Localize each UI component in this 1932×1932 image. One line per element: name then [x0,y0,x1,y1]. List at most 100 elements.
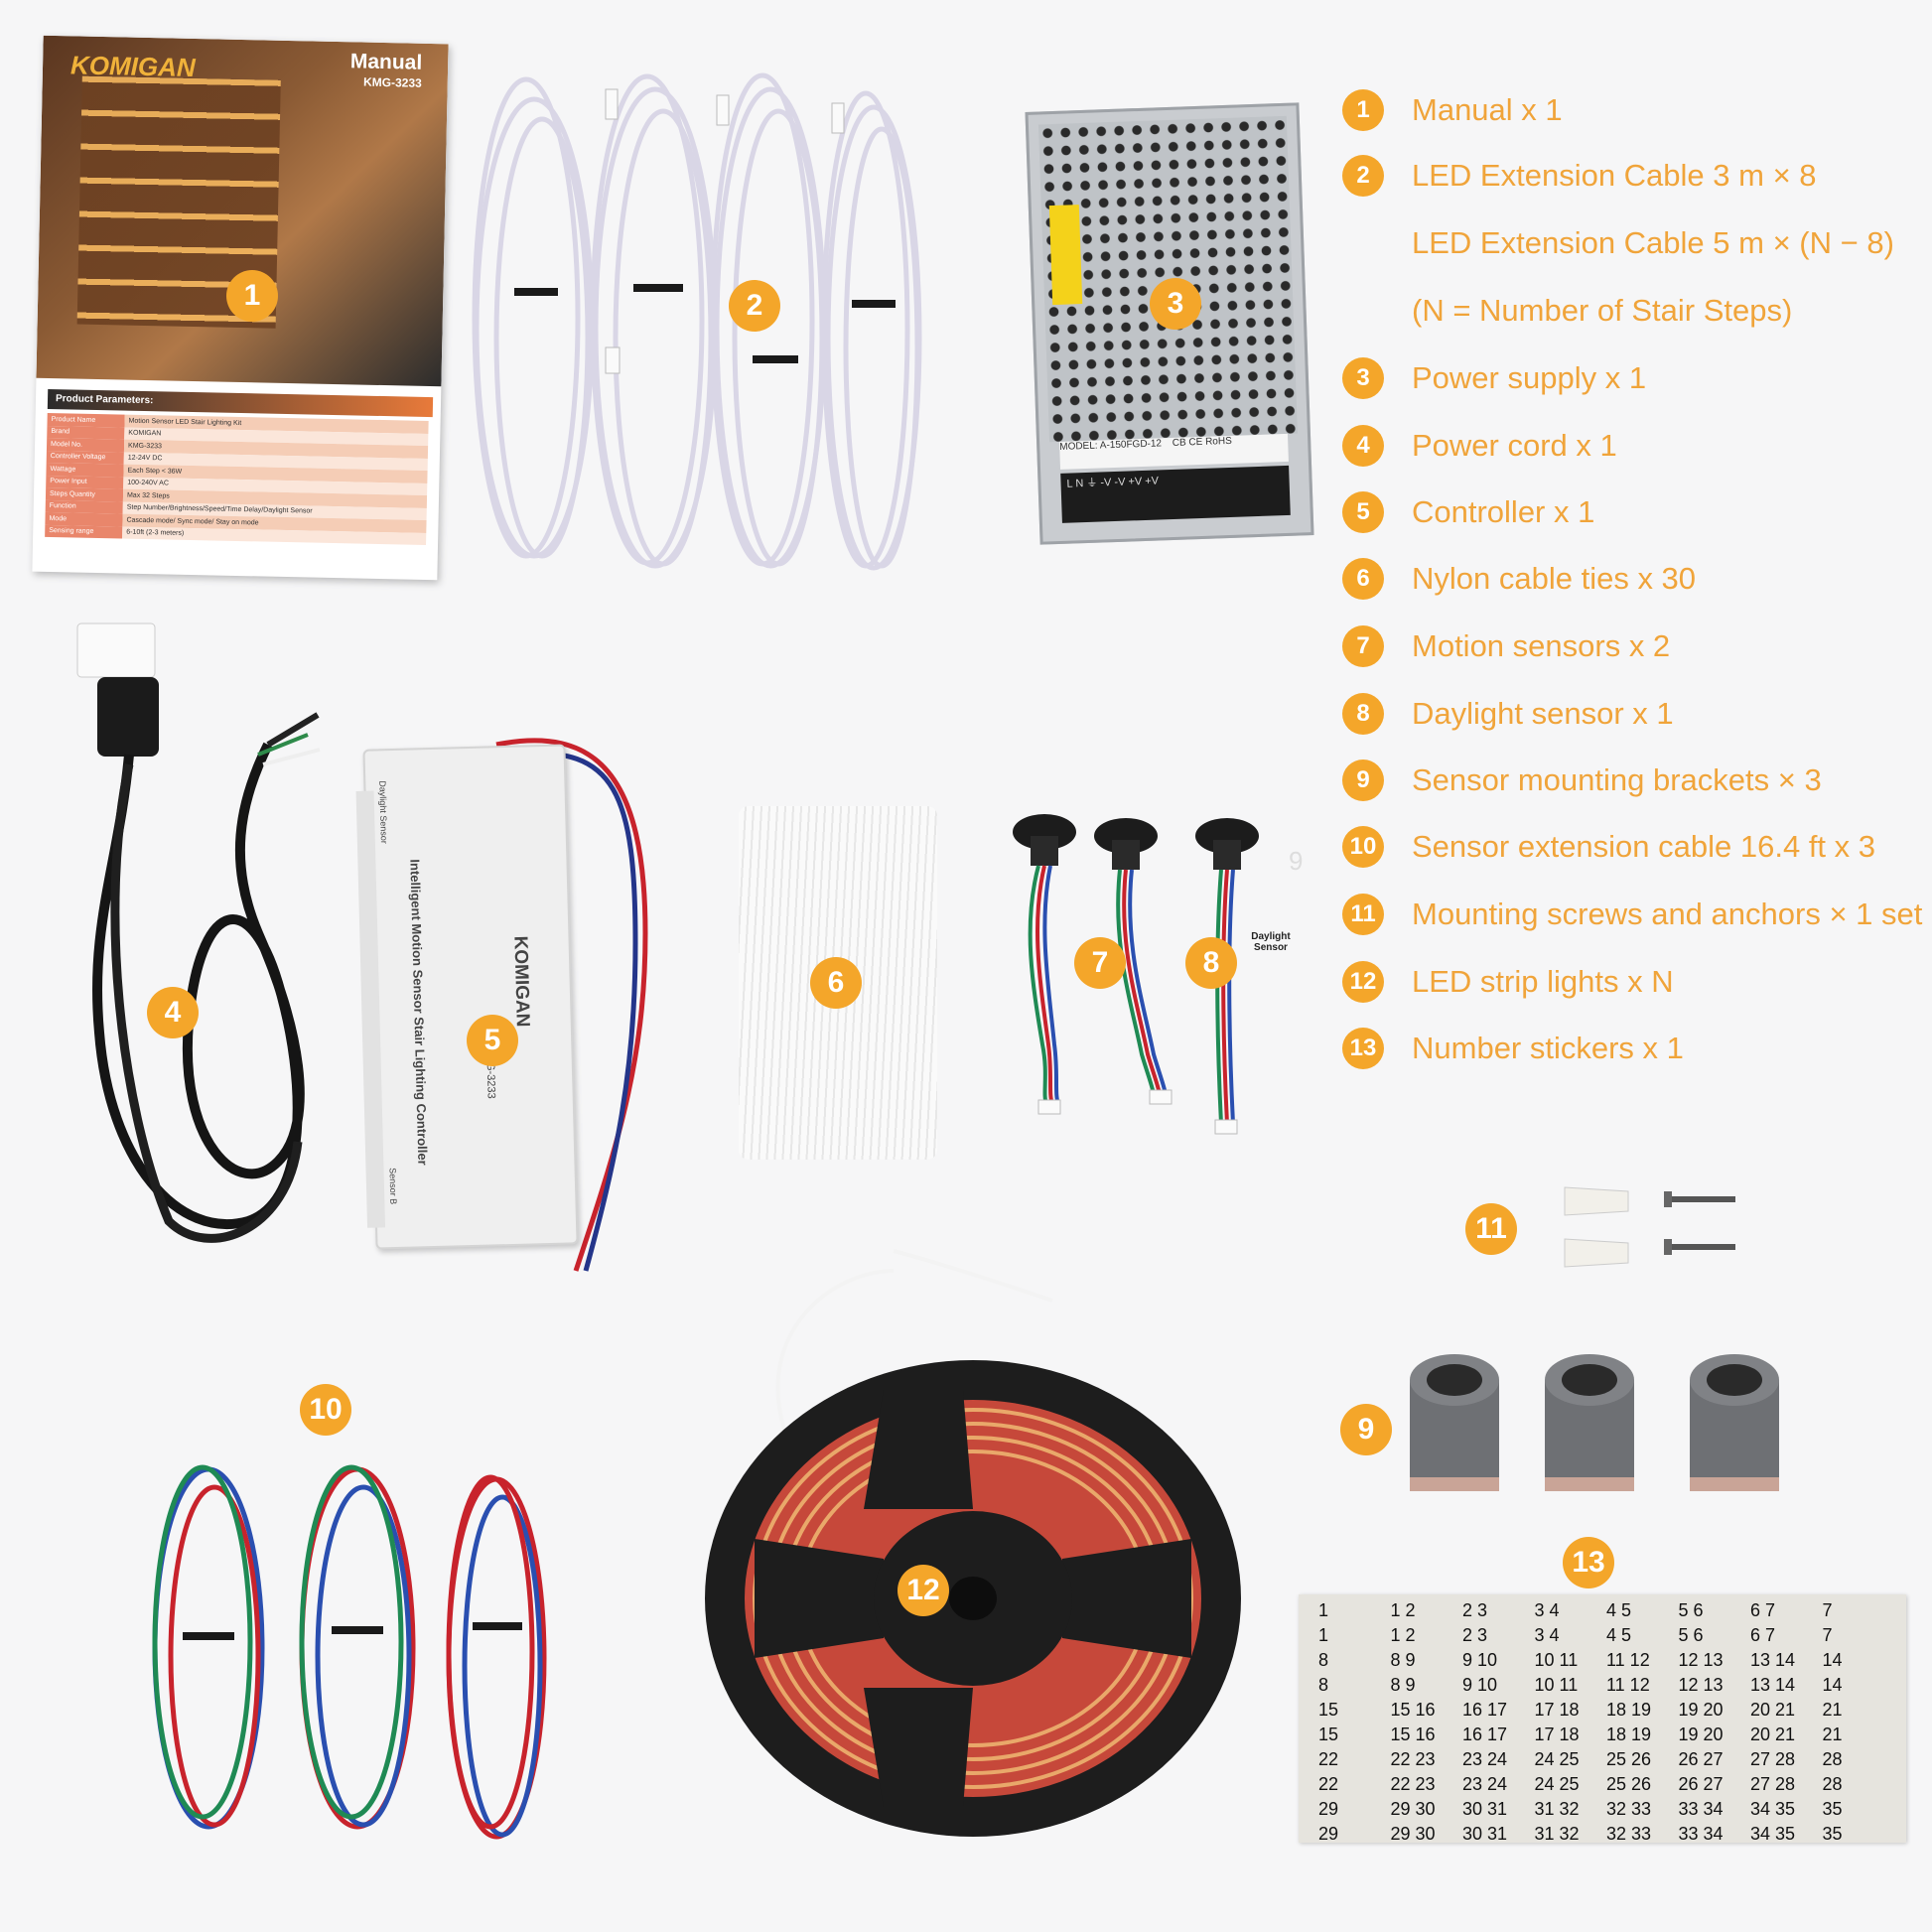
sticker-number: 12 13 [1678,1675,1724,1695]
contents-item-text: Daylight sensor x 1 [1412,696,1674,731]
sticker-number: 1 [1318,1625,1329,1645]
led-extension-cables [472,72,922,571]
contents-item-number: 10 [1342,826,1384,868]
sticker-number: 29 [1318,1799,1339,1819]
controller-side [355,790,386,1228]
contents-item-number: 5 [1342,491,1384,533]
sticker-number: 30 31 [1462,1799,1508,1819]
sticker-number: 34 35 [1750,1824,1796,1844]
contents-item-number: 8 [1342,693,1384,735]
contents-item-number: 7 [1342,625,1384,667]
sticker-number: 2 3 [1462,1625,1488,1645]
sticker-number: 9 10 [1462,1675,1498,1695]
sticker-number: 33 34 [1678,1824,1724,1844]
sensor-extension-cables [152,1464,547,1840]
badge-8: 8 [1185,937,1237,989]
params-title: Product Parameters: [47,388,434,418]
params-key: Sensing range [45,524,123,539]
contents-item-number: 4 [1342,425,1384,467]
contents-item-text: LED strip lights x N [1412,964,1674,999]
sticker-number: 6 7 [1750,1600,1776,1620]
contents-item-number: 9 [1342,759,1384,801]
sticker-number: 14 [1822,1650,1843,1670]
badge-9: 9 [1340,1404,1392,1455]
contents-item: 8 Daylight sensor x 1 [1342,689,1674,739]
sticker-number: 17 18 [1534,1725,1580,1744]
sticker-number: 31 32 [1534,1824,1580,1844]
sticker-number: 23 24 [1462,1749,1508,1769]
sticker-number: 15 [1318,1700,1339,1720]
sticker-number: 25 26 [1606,1749,1652,1769]
sticker-number: 21 [1822,1700,1843,1720]
badge-6: 6 [810,957,862,1009]
sticker-number: 26 27 [1678,1749,1724,1769]
sticker-number: 20 21 [1750,1725,1796,1744]
contents-item: LED Extension Cable 5 m × (N − 8) [1342,218,1894,268]
sticker-number: 14 [1822,1675,1843,1695]
sticker-number: 27 28 [1750,1774,1796,1794]
sticker-number: 28 [1822,1749,1843,1769]
manual-model: KMG-3233 [362,74,422,90]
sticker-number: 22 [1318,1774,1339,1794]
sticker-number: 5 6 [1678,1625,1704,1645]
contents-item-text: Controller x 1 [1412,494,1595,529]
sticker-number: 22 23 [1390,1774,1436,1794]
sticker-number: 29 30 [1390,1799,1436,1819]
contents-item-number: 1 [1342,89,1384,131]
sticker-number: 16 17 [1462,1725,1508,1744]
sticker-number: 24 25 [1534,1749,1580,1769]
sticker-number: 15 16 [1390,1700,1436,1720]
sticker-number: 29 30 [1390,1824,1436,1844]
sticker-number: 5 6 [1678,1600,1704,1620]
psu-model: MODEL: A-150FGD-12 [1059,438,1163,453]
sticker-number: 13 14 [1750,1675,1796,1695]
contents-item-number: 11 [1342,894,1384,935]
sticker-number: 35 [1822,1824,1843,1844]
sticker-number: 15 [1318,1725,1339,1744]
contents-item-text: LED Extension Cable 3 m × 8 [1412,158,1817,193]
led-strip-reel [705,1249,1241,1837]
sticker-number: 4 5 [1606,1625,1632,1645]
badge-4: 4 [147,987,199,1038]
sticker-number: 13 14 [1750,1650,1796,1670]
contents-item-text: Motion sensors x 2 [1412,628,1671,663]
sticker-number: 34 35 [1750,1799,1796,1819]
sticker-number: 31 32 [1534,1799,1580,1819]
sticker-number: 20 21 [1750,1700,1796,1720]
contents-item-text: LED Extension Cable 5 m × (N − 8) [1412,225,1894,260]
controller-name: Intelligent Motion Sensor Stair Lighting… [407,859,431,1166]
sticker-number: 23 24 [1462,1774,1508,1794]
contents-item-text: Manual x 1 [1412,92,1563,127]
sticker-number: 3 4 [1534,1625,1560,1645]
sticker-number: 35 [1822,1799,1843,1819]
controller-ports-top: Daylight Sensor [377,780,389,844]
contents-item: (N = Number of Stair Steps) [1342,286,1792,336]
sticker-number: 6 7 [1750,1625,1776,1645]
sticker-number: 9 10 [1462,1650,1498,1670]
badge-11: 11 [1465,1203,1517,1255]
sticker-number: 22 23 [1390,1749,1436,1769]
controller: KOMIGAN KMG-3233 Intelligent Motion Sens… [355,744,579,1250]
sticker-number: 8 [1318,1675,1329,1695]
sticker-number: 19 20 [1678,1700,1724,1720]
contents-item-text: Sensor mounting brackets × 3 [1412,762,1822,797]
sticker-number: 3 4 [1534,1600,1560,1620]
contents-item-number: 12 [1342,961,1384,1003]
manual-brand: KOMIGAN [69,50,197,82]
manual-title-text: Manual [349,50,423,74]
contents-item-text: Mounting screws and anchors × 1 set [1412,897,1923,931]
sticker-number: 18 19 [1606,1725,1652,1744]
sticker-number: 28 [1822,1774,1843,1794]
screws-and-anchors [1564,1186,1735,1268]
sensor-mounting-brackets [1410,1354,1779,1491]
contents-item-text: Number stickers x 1 [1412,1031,1684,1065]
controller-wires [495,738,648,1272]
badge-2: 2 [729,280,780,332]
daylight-sensor-tag: Daylight Sensor [1251,931,1291,953]
